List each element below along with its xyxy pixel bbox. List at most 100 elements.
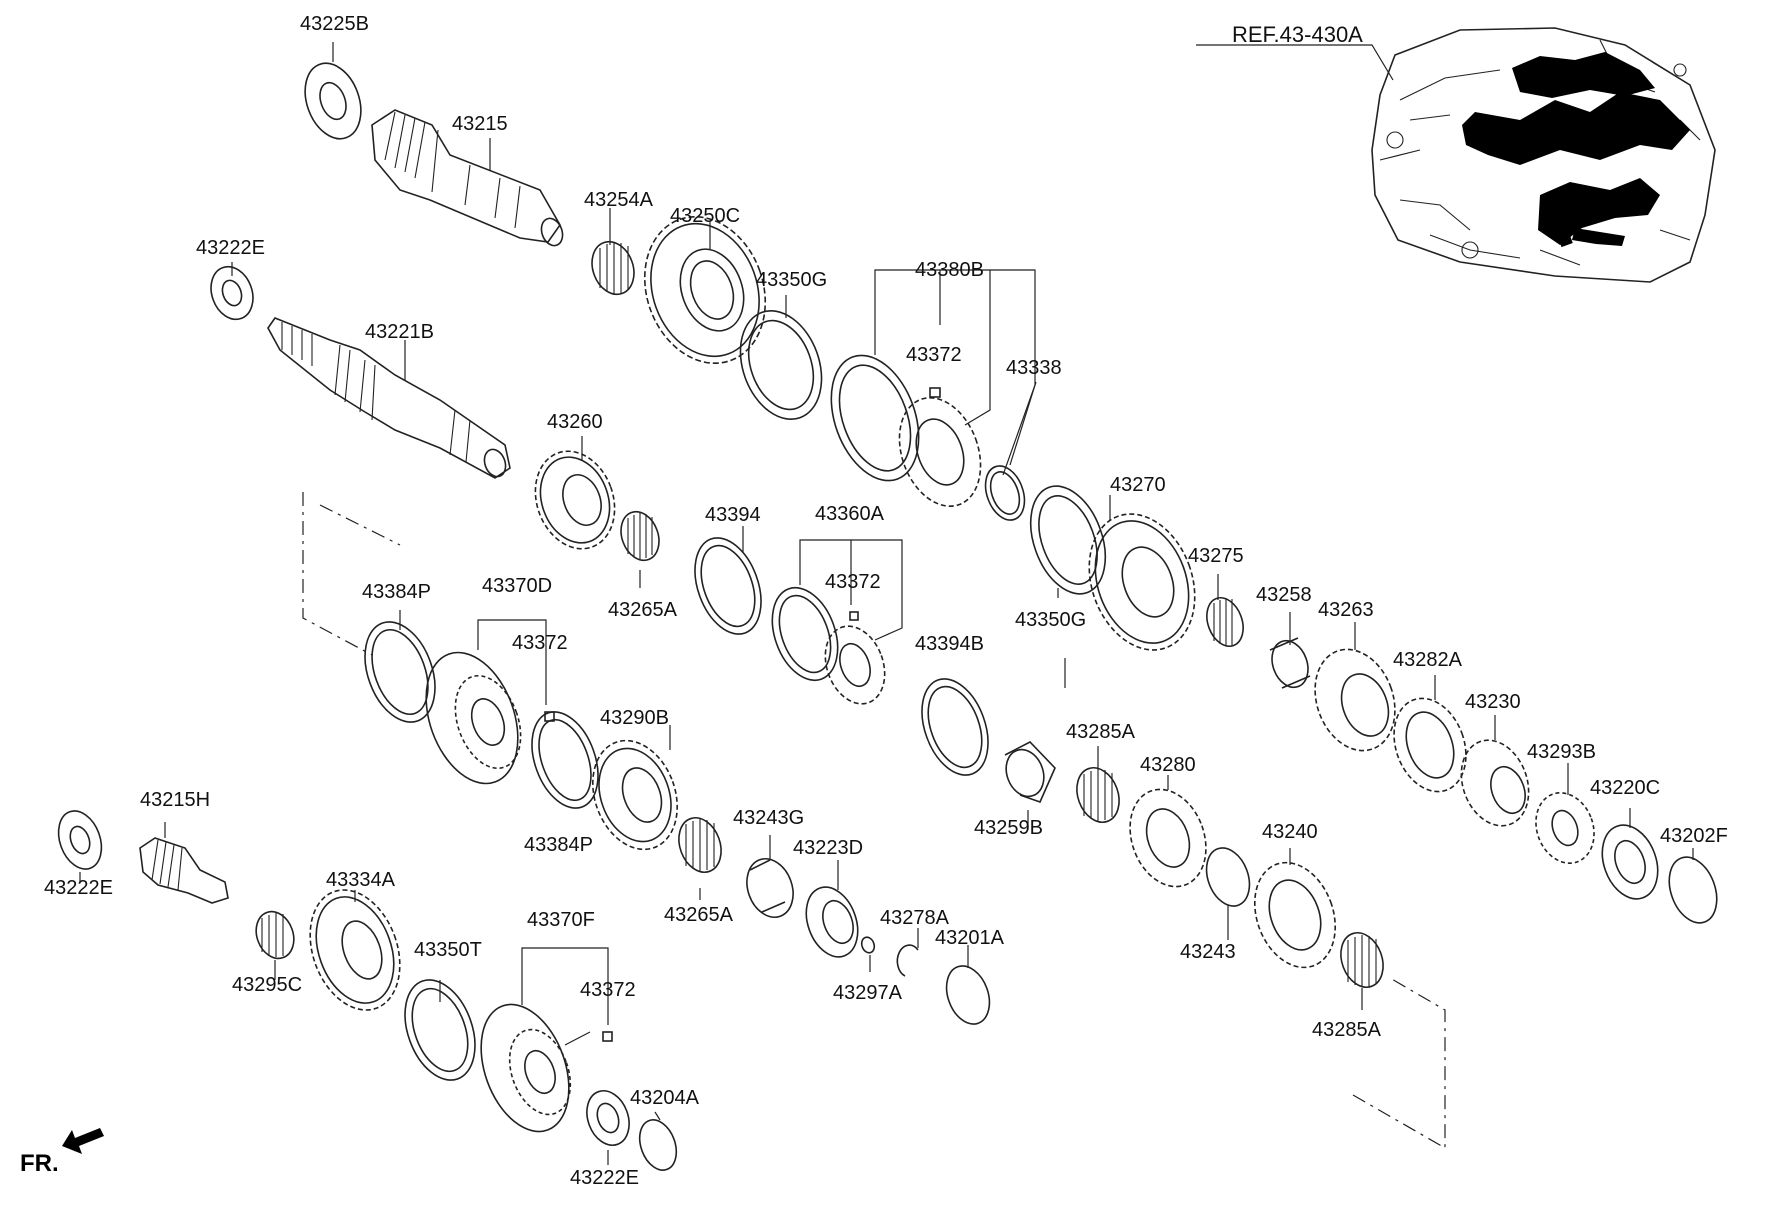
part-label-43259B[interactable]: 43259B [974, 817, 1043, 839]
gear-43282A [1393, 697, 1467, 793]
snap-ring-43338 [984, 465, 1026, 521]
shaft-43215H [139, 837, 229, 904]
part-label-43202F[interactable]: 43202F [1660, 825, 1728, 847]
part-label-43243[interactable]: 43243 [1180, 941, 1236, 963]
synchro-ring-43384P-bot [531, 711, 599, 809]
part-label-43230[interactable]: 43230 [1465, 691, 1521, 713]
synchro-ring-43350G-top [739, 309, 823, 421]
circlip-43278A [896, 944, 919, 977]
gear-43280 [1129, 788, 1207, 888]
part-label-43265A-top[interactable]: 43265A [608, 599, 677, 621]
part-label-43372-c[interactable]: 43372 [512, 632, 568, 654]
part-label-43334A[interactable]: 43334A [326, 869, 395, 891]
synchronizer-43360A [771, 586, 886, 705]
synchronizer-43380B [830, 354, 982, 508]
part-label-43275[interactable]: 43275 [1188, 545, 1244, 567]
case-shaft-upper [1462, 92, 1690, 165]
part-label-43290B[interactable]: 43290B [600, 707, 669, 729]
synchro-ring-43350G-mid [1029, 485, 1107, 595]
part-label-43295C[interactable]: 43295C [232, 974, 303, 996]
gear-43290B [592, 739, 678, 851]
case-shaft-top [1512, 52, 1655, 98]
part-label-43258[interactable]: 43258 [1256, 584, 1312, 606]
synchro-ring-43394B [921, 678, 989, 776]
part-label-43372-d[interactable]: 43372 [580, 979, 636, 1001]
part-label-43263[interactable]: 43263 [1318, 599, 1374, 621]
part-label-43220C[interactable]: 43220C [1590, 777, 1661, 799]
gear-43230 [1460, 739, 1530, 827]
part-label-43243G[interactable]: 43243G [733, 807, 805, 829]
part-label-43394B[interactable]: 43394B [915, 633, 984, 655]
bearing-43222E-bot [586, 1090, 630, 1146]
part-label-43293B[interactable]: 43293B [1527, 741, 1596, 763]
part-label-43350G-top[interactable]: 43350G [756, 269, 828, 291]
part-label-43270[interactable]: 43270 [1110, 474, 1166, 496]
part-label-43204A[interactable]: 43204A [630, 1087, 699, 1109]
part-label-43372-b[interactable]: 43372 [825, 571, 881, 593]
part-label-43370F[interactable]: 43370F [527, 909, 595, 931]
part-label-43285A-bot[interactable]: 43285A [1312, 1019, 1381, 1041]
alignment-line-right [1352, 977, 1446, 1150]
part-label-43384P-bot[interactable]: 43384P [524, 834, 593, 856]
part-label-43350G-mid[interactable]: 43350G [1015, 609, 1087, 631]
synchronizer-43370D [425, 651, 555, 785]
part-label-43240[interactable]: 43240 [1262, 821, 1318, 843]
part-label-43282A[interactable]: 43282A [1393, 649, 1462, 671]
snap-ring-43201A [945, 965, 991, 1025]
part-label-43370D[interactable]: 43370D [482, 575, 553, 597]
part-label-43278A[interactable]: 43278A [880, 907, 949, 929]
gear-43270 [1088, 513, 1196, 651]
part-label-43222E-left[interactable]: 43222E [44, 877, 113, 899]
part-label-43254A[interactable]: 43254A [584, 189, 653, 211]
part-label-43225B[interactable]: 43225B [300, 13, 369, 35]
part-label-43222E-top[interactable]: 43222E [196, 237, 265, 259]
part-label-43372-a[interactable]: 43372 [906, 344, 962, 366]
part-label-43215[interactable]: 43215 [452, 113, 508, 135]
front-marker: FR. [20, 1150, 59, 1177]
part-label-43265A-bot[interactable]: 43265A [664, 904, 733, 926]
input-shaft-43215 [304, 62, 564, 247]
case-shaft-lower-rod [1572, 228, 1625, 246]
cone-43259B [1004, 741, 1056, 803]
ref-label[interactable]: REF.43-430A [1232, 22, 1363, 47]
part-label-43380B[interactable]: 43380B [915, 259, 984, 281]
gear-43263 [1314, 648, 1396, 752]
gear-43334A [309, 889, 401, 1011]
part-label-43297A[interactable]: 43297A [833, 982, 902, 1004]
collar-43243G [746, 858, 794, 918]
part-label-43384P-top[interactable]: 43384P [362, 581, 431, 603]
main-shaft-43221B [267, 317, 511, 479]
part-label-43222E-bot[interactable]: 43222E [570, 1167, 639, 1189]
snap-ring-43202F [1668, 856, 1718, 924]
needle-bearing-43265A-bot [678, 817, 722, 873]
part-label-43285A-top[interactable]: 43285A [1066, 721, 1135, 743]
needle-bearing-43285A-top [1076, 767, 1120, 823]
bearing-43223D [805, 886, 859, 958]
synchro-ring-43394 [694, 537, 762, 635]
part-label-43223D[interactable]: 43223D [793, 837, 864, 859]
part-label-43280[interactable]: 43280 [1140, 754, 1196, 776]
part-label-43250C[interactable]: 43250C [670, 205, 741, 227]
bearing-43222E-left [57, 810, 103, 870]
needle-bearing-43275 [1206, 596, 1244, 648]
part-label-43338[interactable]: 43338 [1006, 357, 1062, 379]
gear-43250C [643, 215, 767, 365]
gear-43260 [534, 450, 616, 550]
needle-bearing-43254A [591, 240, 635, 296]
gear-43293B [1535, 792, 1595, 864]
gear-43240 [1253, 861, 1337, 969]
part-label-43201A[interactable]: 43201A [935, 927, 1004, 949]
part-label-43360A[interactable]: 43360A [815, 503, 884, 525]
part-label-43221B[interactable]: 43221B [365, 321, 434, 343]
case-shaft-lower [1538, 178, 1660, 245]
snap-ring-43204A [638, 1119, 678, 1171]
part-label-43350T[interactable]: 43350T [414, 939, 482, 961]
part-label-43260[interactable]: 43260 [547, 411, 603, 433]
synchro-ring-43384P-top [364, 621, 436, 723]
synchronizer-43370F [480, 1003, 613, 1133]
needle-bearing-43285A-bot [1340, 932, 1384, 988]
part-label-43215H[interactable]: 43215H [140, 789, 211, 811]
part-label-43394[interactable]: 43394 [705, 504, 761, 526]
needle-bearing-43295C [255, 910, 295, 960]
